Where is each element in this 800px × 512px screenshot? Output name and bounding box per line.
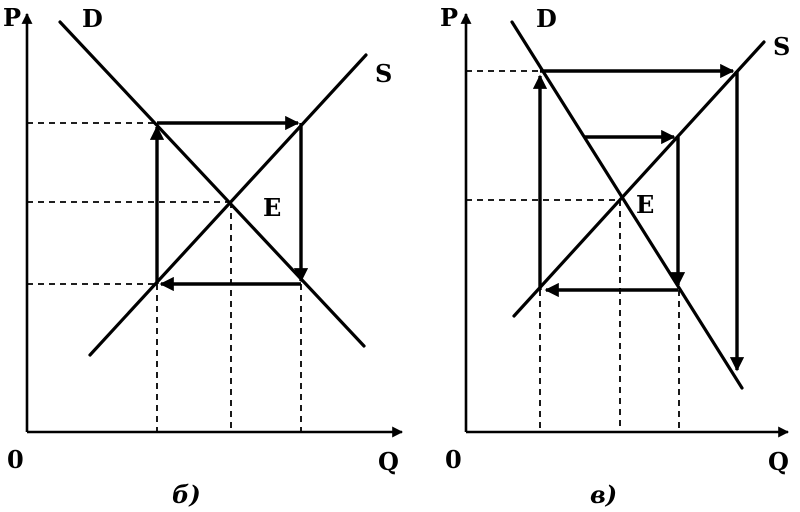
guide-lines (27, 122, 302, 432)
panel-caption: б) (172, 480, 201, 509)
origin-label: 0 (445, 445, 462, 474)
demand-label: D (82, 4, 103, 33)
cobweb-cycle (149, 115, 309, 292)
supply-label: S (375, 59, 392, 88)
guide-lines (466, 70, 680, 432)
demand-curve (58, 20, 366, 348)
equilibrium-label: E (636, 190, 654, 219)
panel-b: P Q 0 D S E б) (3, 3, 404, 509)
x-axis-label: Q (768, 447, 789, 476)
panel-caption: в) (590, 480, 617, 509)
y-axis-label: P (3, 3, 21, 32)
panel-v: P Q 0 D S E в) (440, 3, 790, 509)
origin-label: 0 (7, 445, 24, 474)
supply-curve (512, 40, 766, 318)
supply-label: S (773, 32, 790, 61)
equilibrium-label: E (263, 193, 281, 222)
supply-curve (88, 53, 368, 357)
demand-label: D (536, 4, 557, 33)
x-axis-label: Q (378, 447, 399, 476)
demand-curve (510, 20, 744, 390)
cobweb-inner-cycle (544, 129, 686, 298)
y-axis-label: P (440, 3, 458, 32)
cobweb-outer-cycle (532, 63, 745, 372)
